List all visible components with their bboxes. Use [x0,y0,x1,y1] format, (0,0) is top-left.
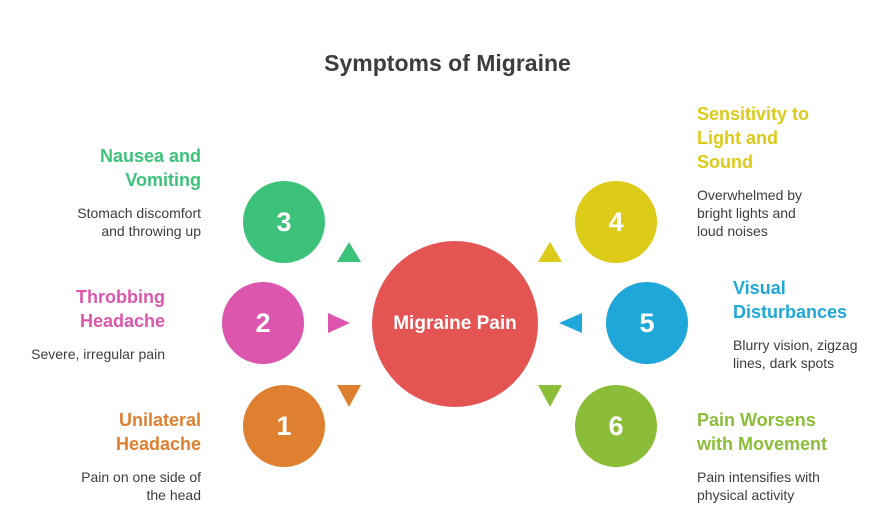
step-2-heading-line: Throbbing [76,287,165,307]
step-3-heading-line: Nausea and [99,146,201,166]
center-label: Migraine Pain [393,313,517,334]
step-1-heading: Unilateral Headache [116,408,201,456]
step-6-description-line: physical activity [697,487,795,503]
diagram-title: Symptoms of Migraine [324,50,571,76]
step-6-description-line: Pain intensifies with [697,469,820,485]
step-2-number: 2 [255,307,271,338]
step-3-circle: 3 [243,181,325,263]
step-3-heading: Nausea and Vomiting [100,144,201,192]
step-6-heading-line: with Movement [697,434,828,454]
arrow-left-icon [559,313,582,333]
center-node: Migraine Pain [372,241,538,407]
step-4-heading-line: Light and [697,128,778,148]
step-2-description-line: Severe, irregular pain [31,346,165,362]
step-3-number: 3 [276,206,292,237]
step-4-description: Overwhelmed by bright lights and loud no… [697,186,802,240]
arrow-right-icon [328,313,350,333]
step-4-number: 4 [608,206,624,237]
step-1-description-line: Pain on one side of [81,469,201,485]
step-3-description: Stomach discomfort and throwing up [77,204,201,240]
step-5-description: Blurry vision, zigzag lines, dark spots [733,336,858,372]
arrow-up-icon [337,242,361,262]
step-5-heading-line: Visual [733,278,786,298]
step-6-description: Pain intensifies with physical activity [697,468,820,504]
step-1-number: 1 [276,410,292,441]
step-5-description-line: lines, dark spots [733,355,835,371]
step-1-heading-line: Unilateral [118,410,201,430]
step-6-circle: 6 [575,385,657,467]
step-5-heading: Visual Disturbances [733,276,847,324]
step-1-description: Pain on one side of the head [81,468,201,504]
step-6-number: 6 [608,410,624,441]
step-4-heading-line: Sound [697,152,753,172]
step-3-description-line: and throwing up [101,223,201,239]
step-2-circle: 2 [222,282,304,364]
step-4-circle: 4 [575,181,657,263]
step-5-circle: 5 [606,282,688,364]
arrow-up-icon [538,242,562,262]
step-6-heading-line: Pain Worsens [697,410,816,430]
step-4-description-line: bright lights and [697,205,796,221]
step-2-heading-line: Headache [79,311,165,331]
step-3-description-line: Stomach discomfort [77,205,201,221]
step-1-circle: 1 [243,385,325,467]
step-2-description: Severe, irregular pain [31,345,165,363]
step-1-description-line: the head [146,487,202,503]
step-2-heading: Throbbing Headache [76,285,165,333]
step-6-heading: Pain Worsens with Movement [697,408,827,456]
step-5-description-line: Blurry vision, zigzag [733,337,858,353]
step-1-heading-line: Headache [115,434,201,454]
step-4-heading: Sensitivity to Light and Sound [697,102,809,174]
step-4-description-line: loud noises [697,223,768,239]
arrow-down-icon [337,385,361,407]
step-4-heading-line: Sensitivity to [697,104,810,124]
arrow-down-icon [538,385,562,407]
step-4-description-line: Overwhelmed by [697,187,803,203]
step-3-heading-line: Vomiting [125,170,201,190]
step-5-number: 5 [639,307,655,338]
step-5-heading-line: Disturbances [733,302,848,322]
